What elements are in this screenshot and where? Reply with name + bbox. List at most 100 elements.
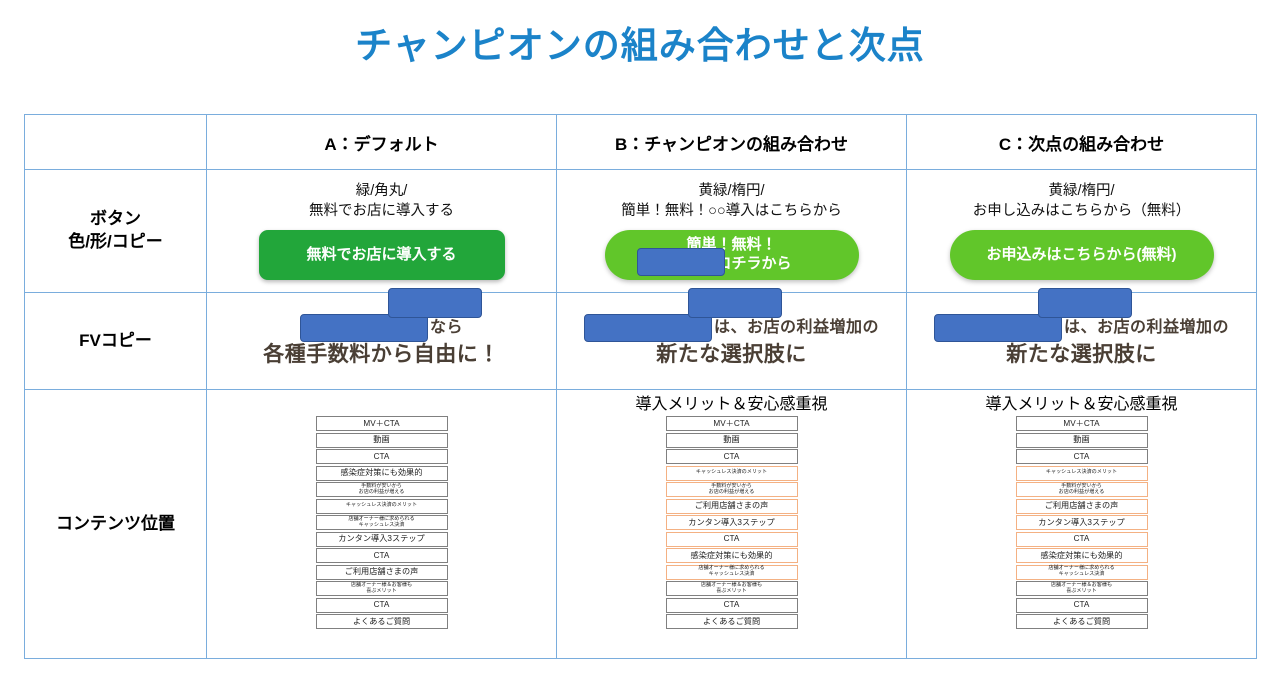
button-area-c: お申込みはこちらから(無料) [907,230,1256,281]
fv-line-1-a: なら [207,287,556,342]
content-item-label: キャッシュレス決済のメリット [695,469,768,476]
content-item-label: 店舗オーナー様に求められるキャッシュレス決済 [698,565,765,577]
content-item: 店舗オーナー様に求められるキャッシュレス決済 [1015,564,1148,580]
redaction-box [583,313,712,342]
content-item-label: CTA [373,550,390,560]
fv-suffix-b: は、お店の利益増加の [713,319,879,337]
content-item-label: カンタン導入3ステップ [338,534,425,544]
content-item-label: MV＋CTA [713,418,750,428]
content-item: CTA [1015,597,1148,613]
content-item: キャッシュレス決済のメリット [665,465,798,481]
table-row-fv-copy: FVコピー なら 各種手数料から自由に！ は、お店の利益増加の 新たな選 [24,287,1257,390]
content-item: 店舗オーナー様に求められるキャッシュレス決済 [315,515,448,530]
content-item-label: 動画 [373,435,390,445]
redaction-box [636,248,725,277]
content-item: MV＋CTA [315,416,448,431]
cell-button-b: 黄緑/楕円/簡単！無料！○○導入はこちらから 簡単！無料！導入はコチラから [556,169,907,293]
content-item-label: ご利用店舗さまの声 [1044,501,1119,511]
fv-copy-a: なら 各種手数料から自由に！ [207,287,556,368]
content-item-label: カンタン導入3ステップ [1038,517,1125,527]
content-item: 動画 [1015,432,1148,448]
cta-button-a[interactable]: 無料でお店に導入する [258,230,505,281]
row-label-fv-copy: FVコピー [24,292,207,390]
fv-suffix-a: なら [429,319,463,337]
content-item-label: 店舗オーナー様に求められるキャッシュレス決済 [1048,565,1115,577]
column-header-a: A：デフォルト [206,114,557,170]
content-item: 手数料が安いからお店の利益が増える [1015,482,1148,497]
content-item: 動画 [665,432,798,448]
content-item-label: CTA [1073,451,1090,461]
content-item-label: 感染症対策にも効果的 [1040,550,1123,560]
content-item-label: ご利用店舗さまの声 [694,501,769,511]
content-item-label: 感染症対策にも効果的 [690,550,773,560]
button-area-b: 簡単！無料！導入はコチラから [557,230,906,281]
content-item-label: 感染症対策にも効果的 [340,468,423,478]
content-item-label: CTA [723,600,740,610]
content-item: ご利用店舗さまの声 [665,498,798,514]
content-item: CTA [665,531,798,547]
row-label-content-position: コンテンツ位置 [24,389,207,659]
redaction-box [1037,287,1132,318]
content-item: MV＋CTA [1015,416,1148,431]
content-item-label: カンタン導入3ステップ [688,517,775,527]
fv-suffix-c: は、お店の利益増加の [1063,319,1229,337]
content-item: ご利用店舗さまの声 [315,564,448,580]
content-item: CTA [665,449,798,464]
redaction-box [933,313,1062,342]
content-list-a: MV＋CTA 動画 CTA 感染症対策にも効果的手数料が安いからお店の利益が増えるキャ… [315,416,448,629]
content-item: CTA [1015,449,1148,464]
content-item-label: CTA [723,534,740,544]
content-item-label: 手数料が安いからお店の利益が増える [708,482,755,495]
content-item: 感染症対策にも効果的 [1015,548,1148,563]
content-item: 店舗オーナー様＆お客様も喜ぶメリット [315,581,448,596]
content-item: 手数料が安いからお店の利益が増える [315,482,448,497]
table-header-row: A：デフォルト B：チャンピオンの組み合わせ C：次点の組み合わせ [24,114,1257,170]
cta-button-c-label: お申込みはこちらから(無料) [986,245,1177,263]
content-item: CTA [1015,531,1148,547]
content-item-label: CTA [1073,600,1090,610]
button-spec-c: 黄緑/楕円/お申し込みはこちらから（無料） [972,182,1191,219]
content-item: カンタン導入3ステップ [315,531,448,547]
content-item: CTA [315,449,448,464]
content-item: よくあるご質問 [665,614,798,629]
content-item: ご利用店舗さまの声 [1015,498,1148,514]
fv-line-1-b: は、お店の利益増加の [557,287,906,342]
cell-fv-a: なら 各種手数料から自由に！ [206,287,557,390]
content-item-label: キャッシュレス決済のメリット [1045,469,1118,476]
content-item-label: 店舗オーナー様に求められるキャッシュレス決済 [348,515,415,528]
content-item-label: よくあるご質問 [702,616,761,626]
content-item-label: よくあるご質問 [1052,616,1111,626]
content-item-label: ご利用店舗さまの声 [344,567,419,577]
fv-copy-c: は、お店の利益増加の 新たな選択肢に [907,287,1256,368]
cta-button-b[interactable]: 簡単！無料！導入はコチラから [604,230,859,281]
content-item-label: キャッシュレス決済のメリット [345,502,418,509]
redaction-box [299,313,428,342]
content-item-label: 店舗オーナー様＆お客様も喜ぶメリット [350,581,413,594]
button-spec-b: 黄緑/楕円/簡単！無料！○○導入はこちらから [621,182,842,219]
content-item-label: 動画 [1073,435,1090,445]
content-item-label: CTA [373,600,390,610]
content-item-label: CTA [1073,534,1090,544]
content-item-label: CTA [373,451,390,461]
cell-content-a: MV＋CTA 動画 CTA 感染症対策にも効果的手数料が安いからお店の利益が増えるキャ… [206,389,557,659]
cta-button-a-label: 無料でお店に導入する [306,245,457,263]
page-title: チャンピオンの組み合わせと次点 [355,25,925,66]
fv-copy-b: は、お店の利益増加の 新たな選択肢に [557,287,906,368]
cell-fv-c: は、お店の利益増加の 新たな選択肢に [906,287,1257,390]
cta-button-c[interactable]: お申込みはこちらから(無料) [949,230,1214,281]
redaction-box [387,287,482,318]
content-item: 感染症対策にも効果的 [315,465,448,481]
table-row-button: ボタン色/形/コピー 緑/角丸/無料でお店に導入する 無料でお店に導入する 黄緑… [24,169,1257,293]
content-item: キャッシュレス決済のメリット [1015,465,1148,481]
content-heading-b: 導入メリット＆安心感重視 [635,396,828,413]
content-item: 店舗オーナー様＆お客様も喜ぶメリット [665,581,798,596]
content-item: 店舗オーナー様に求められるキャッシュレス決済 [665,564,798,580]
content-heading-c: 導入メリット＆安心感重視 [985,396,1178,413]
button-area-a: 無料でお店に導入する [207,230,556,281]
cell-button-a: 緑/角丸/無料でお店に導入する 無料でお店に導入する [206,169,557,293]
content-item: CTA [315,548,448,563]
content-item-label: 店舗オーナー様＆お客様も喜ぶメリット [700,581,763,594]
content-item: カンタン導入3ステップ [1015,515,1148,530]
